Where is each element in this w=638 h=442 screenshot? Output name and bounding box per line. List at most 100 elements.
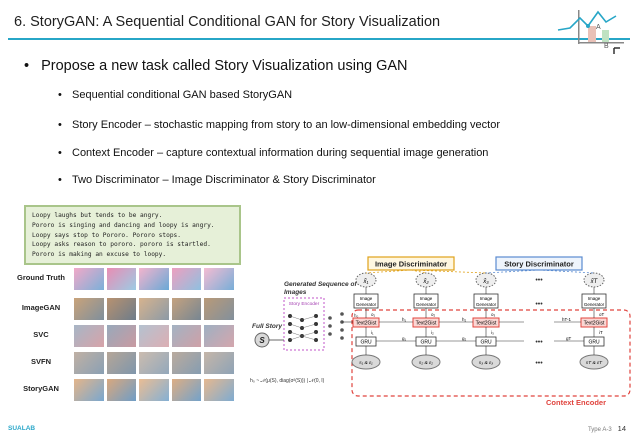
ellipsis: ••• bbox=[535, 360, 543, 367]
svg-text:Image: Image bbox=[420, 296, 433, 301]
generated-sequence-label: Generated Sequence of bbox=[284, 281, 357, 288]
timestep-column-t: x̂T Image Generator oT Text2Gist iT GRU … bbox=[562, 272, 609, 370]
result-image bbox=[204, 298, 234, 320]
page-number: 14 bbox=[617, 424, 626, 433]
svg-text:Text2Gist: Text2Gist bbox=[356, 321, 377, 327]
sub-bullet: •Two Discriminator – Image Discriminator… bbox=[58, 174, 376, 186]
result-image bbox=[139, 325, 169, 347]
svg-text:iT: iT bbox=[599, 330, 603, 335]
context-encoder-label: Context Encoder bbox=[546, 398, 606, 407]
svg-text:Generator: Generator bbox=[416, 302, 437, 307]
svg-text:s₃ & ε₃: s₃ & ε₃ bbox=[479, 360, 493, 366]
result-image bbox=[204, 379, 234, 401]
story-line: Loopy asks reason to pororo. pororo is s… bbox=[32, 241, 211, 249]
result-image bbox=[171, 298, 202, 320]
svg-text:i₁: i₁ bbox=[371, 330, 374, 335]
prior-formula: h₀ ~ 𝒩(μ(S), diag(σ²(S))) | 𝒩(0, I) bbox=[250, 378, 325, 384]
footer-brand: SUALAB bbox=[8, 425, 36, 432]
image-discriminator-label: Image Discriminator bbox=[375, 260, 447, 269]
svg-text:Image: Image bbox=[360, 296, 373, 301]
svg-text:GRU: GRU bbox=[420, 340, 432, 346]
result-image bbox=[106, 352, 137, 374]
story-encoder-network bbox=[288, 314, 318, 342]
h0-label: h₀ bbox=[354, 313, 359, 318]
svg-text:o₁: o₁ bbox=[371, 312, 376, 317]
result-image bbox=[106, 325, 137, 347]
svg-text:oT: oT bbox=[599, 312, 605, 317]
sub-bullet: •Story Encoder – stochastic mapping from… bbox=[58, 119, 500, 131]
ellipsis: ••• bbox=[535, 301, 543, 308]
result-image bbox=[106, 298, 137, 320]
result-image bbox=[171, 352, 202, 374]
sub-bullet: •Context Encoder – capture contextual in… bbox=[58, 147, 489, 159]
svg-text:sT & εT: sT & εT bbox=[586, 360, 603, 366]
result-image bbox=[139, 268, 169, 290]
image-row-storygan bbox=[74, 379, 234, 401]
svg-text:A: A bbox=[596, 24, 601, 31]
image-row-svc bbox=[74, 325, 234, 347]
result-image bbox=[204, 268, 234, 290]
svg-text:s₁ & ε₁: s₁ & ε₁ bbox=[359, 360, 373, 366]
svg-text:x̂T: x̂T bbox=[590, 279, 599, 285]
ellipsis: ••• bbox=[535, 339, 543, 346]
storygan-architecture-diagram: Image Discriminator Story Discriminator … bbox=[250, 256, 631, 407]
result-image bbox=[74, 352, 104, 374]
context-encoder-region bbox=[351, 309, 631, 397]
svg-text:GRU: GRU bbox=[480, 340, 492, 346]
svg-text:i₂: i₂ bbox=[431, 330, 434, 335]
svg-text:B: B bbox=[604, 43, 609, 50]
result-image bbox=[171, 379, 202, 401]
story-discriminator-links bbox=[485, 269, 595, 274]
footer-type-label: Type A-3 bbox=[587, 427, 612, 433]
story-line: Pororo is making an excuse to loopy. bbox=[32, 251, 167, 259]
timestep-column-1: x̂₁ Image Generator o₁ Text2Gist i₁ GRU … bbox=[351, 272, 381, 370]
result-image bbox=[74, 268, 104, 290]
result-image bbox=[204, 325, 234, 347]
svg-text:o₃: o₃ bbox=[491, 312, 496, 317]
generated-sequence-label: Images bbox=[284, 289, 307, 296]
svg-text:h₂: h₂ bbox=[462, 317, 467, 322]
image-row-svfn bbox=[74, 352, 234, 374]
image-discriminator-links bbox=[365, 269, 487, 274]
result-image bbox=[74, 298, 104, 320]
result-image bbox=[171, 325, 202, 347]
result-image bbox=[171, 268, 202, 290]
svg-text:gT: gT bbox=[566, 336, 572, 341]
row-label-svc: SVC bbox=[33, 330, 49, 339]
image-row-imagegan bbox=[74, 298, 234, 320]
story-discriminator-label: Story Discriminator bbox=[504, 260, 574, 269]
svg-text:Image: Image bbox=[480, 296, 493, 301]
story-encoder-label: Story Encoder bbox=[289, 301, 320, 307]
story-line: Pororo is singing and dancing and loopy … bbox=[32, 221, 215, 229]
row-label-storygan: StoryGAN bbox=[23, 384, 59, 393]
svg-text:i₃: i₃ bbox=[491, 330, 494, 335]
result-image bbox=[74, 379, 104, 401]
recurrent-connections bbox=[342, 321, 584, 342]
row-label-svfn: SVFN bbox=[30, 357, 51, 366]
result-image bbox=[106, 379, 137, 401]
main-bullet: •Propose a new task called Story Visuali… bbox=[24, 58, 408, 74]
svg-text:Generator: Generator bbox=[476, 302, 497, 307]
sualab-logo-icon: A B bbox=[557, 10, 624, 54]
result-image bbox=[139, 352, 169, 374]
sub-bullet: •Sequential conditional GAN based StoryG… bbox=[58, 89, 293, 101]
svg-text:x̂₂: x̂₂ bbox=[422, 279, 429, 285]
svg-text:Image: Image bbox=[588, 296, 601, 301]
story-text-box: Loopy laughs but tends to be angry. Poro… bbox=[24, 205, 241, 265]
timestep-column-3: x̂₃ Image Generator o₃ Text2Gist i₃ GRU … bbox=[462, 272, 501, 370]
ellipsis: ••• bbox=[535, 277, 543, 284]
svg-text:h₁: h₁ bbox=[402, 317, 407, 322]
svg-text:x̂₁: x̂₁ bbox=[363, 279, 369, 285]
svg-text:s₂ & ε₂: s₂ & ε₂ bbox=[419, 360, 433, 366]
svg-text:x̂₃: x̂₃ bbox=[482, 279, 489, 285]
result-image bbox=[204, 352, 234, 374]
result-image bbox=[139, 298, 169, 320]
image-row-ground-truth bbox=[74, 268, 234, 290]
svg-text:g₂: g₂ bbox=[462, 336, 467, 341]
footer-page-info: Type A-3 14 bbox=[588, 424, 626, 433]
svg-text:Generator: Generator bbox=[356, 302, 377, 307]
story-encoder-edges bbox=[289, 315, 317, 341]
timestep-column-2: x̂₂ Image Generator o₂ Text2Gist i₂ GRU … bbox=[402, 272, 441, 370]
result-image bbox=[106, 268, 137, 290]
svg-text:o₂: o₂ bbox=[431, 312, 436, 317]
